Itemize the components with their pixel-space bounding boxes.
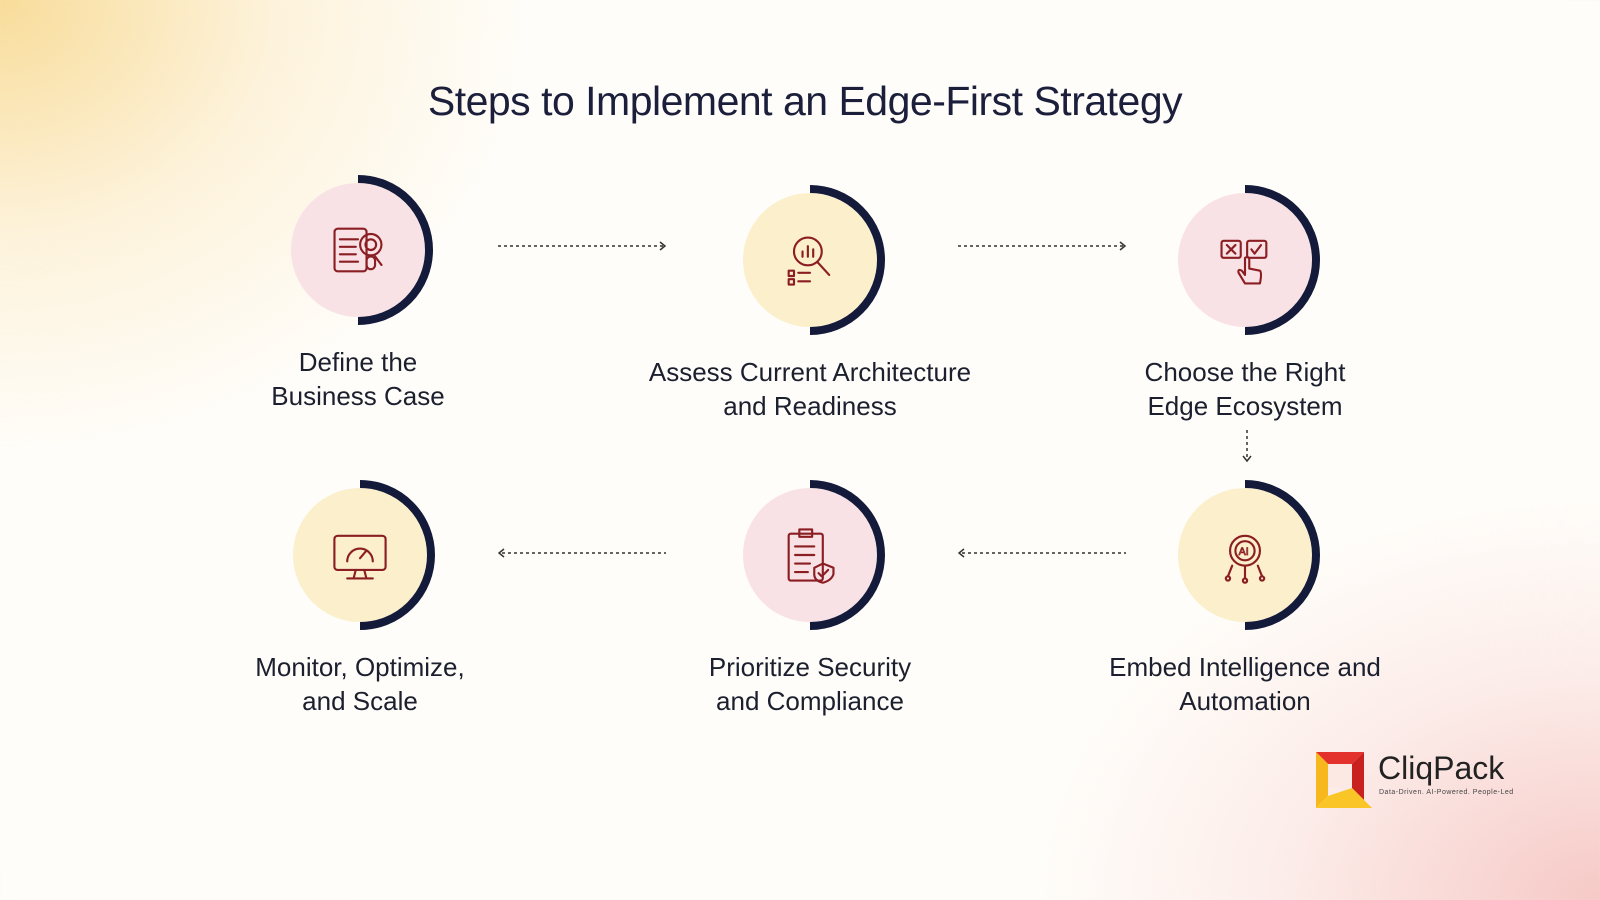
progress-arc	[1244, 480, 1320, 630]
step-label: Prioritize Security and Compliance	[600, 650, 1020, 718]
step-ring	[1170, 185, 1320, 335]
step-label-line1: Prioritize Security	[708, 652, 912, 682]
progress-arc	[809, 480, 885, 630]
step-label-line2: and Readiness	[723, 391, 897, 421]
choice-hand-icon	[1220, 239, 1268, 285]
step-label: Monitor, Optimize, and Scale	[150, 650, 570, 718]
arrow-down	[1242, 430, 1252, 463]
step-ring	[283, 175, 433, 325]
arrow-left-1	[958, 548, 1126, 558]
step-label-line2: Business Case	[271, 381, 445, 411]
step-label-line2: and Scale	[302, 686, 418, 716]
step-circle	[743, 488, 877, 622]
step-label-line1: Monitor, Optimize,	[255, 652, 465, 682]
document-target-icon	[333, 227, 383, 273]
step-label-line1: Define the	[298, 347, 418, 377]
monitor-gauge-icon	[333, 534, 387, 580]
step-label-line2: Automation	[1179, 686, 1311, 716]
step-label-line1: Embed Intelligence and	[1109, 652, 1381, 682]
step-label: Assess Current Architecture and Readiness	[600, 355, 1020, 423]
step-ring	[735, 480, 885, 630]
step-label-line2: Edge Ecosystem	[1147, 391, 1343, 421]
cliqpack-logo-icon	[1316, 752, 1372, 808]
magnify-chart-icon	[787, 236, 831, 286]
svg-text:AI: AI	[1239, 546, 1249, 558]
step-circle: AI	[1178, 488, 1312, 622]
brand-tagline: Data-Driven. AI-Powered. People-Led	[1379, 789, 1514, 796]
step-circle	[1178, 193, 1312, 327]
step-circle	[293, 488, 427, 622]
step-ring	[735, 185, 885, 335]
step-label-line1: Assess Current Architecture	[648, 357, 972, 387]
progress-arc	[357, 175, 433, 325]
arrow-left-2	[498, 548, 666, 558]
step-circle	[291, 183, 425, 317]
arrow-right-2	[958, 241, 1127, 251]
step-label-line1: Choose the Right	[1144, 357, 1346, 387]
progress-arc	[809, 185, 885, 335]
step-label-line2: and Compliance	[716, 686, 904, 716]
arrow-right-1	[498, 241, 667, 251]
step-circle	[743, 193, 877, 327]
ai-gear-icon: AI	[1224, 534, 1266, 584]
step-ring	[285, 480, 435, 630]
progress-arc	[359, 480, 435, 630]
page-title: Steps to Implement an Edge-First Strateg…	[427, 78, 1183, 124]
clipboard-shield-icon	[787, 528, 835, 584]
progress-arc	[1244, 185, 1320, 335]
step-ring: AI	[1170, 480, 1320, 630]
brand-name: CliqPack	[1378, 750, 1505, 786]
